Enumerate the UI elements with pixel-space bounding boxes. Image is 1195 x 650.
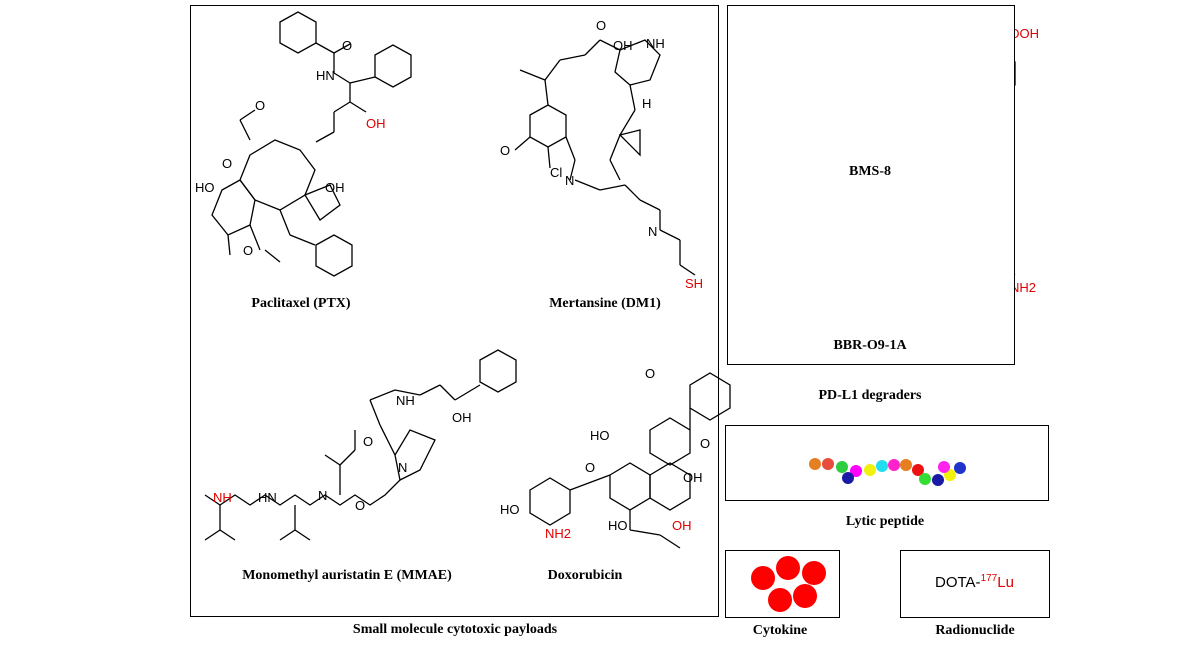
pdl1-group-label: PD-L1 degraders xyxy=(818,388,922,403)
atom-n: N xyxy=(565,173,574,188)
paclitaxel-structure xyxy=(211,11,412,277)
atom-o: O xyxy=(700,436,710,451)
small-molecule-panel xyxy=(190,5,719,617)
mmae-label: Monomethyl auristatin E (MMAE) xyxy=(242,568,452,583)
mertansine-structure xyxy=(514,39,696,276)
atom-o: O xyxy=(222,156,232,171)
atom-oh: OH xyxy=(452,410,472,425)
atom-o: O xyxy=(355,498,365,513)
isotope-mass: 177 xyxy=(980,573,998,584)
atom-o: O xyxy=(585,460,595,475)
atom-ho: HO xyxy=(608,518,628,533)
small-molecule-group-label: Small molecule cytotoxic payloads xyxy=(352,622,558,637)
atom-nh: NH xyxy=(646,36,665,51)
peptide-bead xyxy=(864,464,876,476)
cytokine-sphere xyxy=(776,556,800,580)
peptide-bead xyxy=(938,461,950,473)
cytokine-sphere xyxy=(751,566,775,590)
atom-o: O xyxy=(500,143,510,158)
mertansine-label: Mertansine (DM1) xyxy=(549,296,661,311)
atom-oh: OH xyxy=(613,38,633,53)
doxorubicin-label: Doxorubicin xyxy=(547,568,623,583)
atom-hn: HN xyxy=(316,68,335,83)
paclitaxel-label: Paclitaxel (PTX) xyxy=(251,296,351,311)
peptide-bead xyxy=(809,458,821,470)
atom-oh-red: OH xyxy=(366,116,386,131)
atom-sh-red: SH xyxy=(685,276,703,291)
atom-nh2-red: NH2 xyxy=(545,526,571,541)
atom-o: O xyxy=(645,366,655,381)
bbr-label: BBR-O9-1A xyxy=(833,338,907,353)
peptide-bead xyxy=(954,462,966,474)
atom-nh-red: NH xyxy=(213,490,232,505)
atom-o: O xyxy=(342,38,352,53)
atom-o: O xyxy=(596,18,606,33)
cytokine-sphere xyxy=(793,584,817,608)
atom-n: N xyxy=(398,460,407,475)
atom-nh2-red: NH2 xyxy=(1010,280,1036,295)
peptide-bead xyxy=(822,458,834,470)
bms8-label: BMS-8 xyxy=(849,164,891,179)
dota-prefix: DOTA- xyxy=(935,574,981,591)
peptide-bead xyxy=(836,461,848,473)
pdl1-degraders-panel xyxy=(727,5,1015,365)
atom-hn: HN xyxy=(258,490,277,505)
atom-n: N xyxy=(318,488,327,503)
radionuclide-label: Radionuclide xyxy=(935,623,1015,638)
peptide-bead xyxy=(919,473,931,485)
peptide-bead xyxy=(850,465,862,477)
radionuclide-formula: DOTA-177Lu xyxy=(935,573,1014,591)
atom-o: O xyxy=(255,98,265,113)
peptide-bead xyxy=(876,460,888,472)
cytokine-label: Cytokine xyxy=(752,623,808,638)
atom-oh: OH xyxy=(325,180,345,195)
cytokine-sphere xyxy=(768,588,792,612)
mmae-structure xyxy=(204,349,517,541)
atom-ho: HO xyxy=(590,428,610,443)
peptide-bead xyxy=(842,472,854,484)
cytokine-sphere xyxy=(802,561,826,585)
atom-n: NH xyxy=(396,393,415,408)
doxorubicin-structure xyxy=(529,372,731,549)
atom-o: O xyxy=(243,243,253,258)
atom-cl: Cl xyxy=(550,165,562,180)
atom-oh-red: OH xyxy=(672,518,692,533)
atom-h: H xyxy=(642,96,651,111)
isotope-element: Lu xyxy=(997,574,1014,591)
atom-oh: OH xyxy=(683,470,703,485)
peptide-bead xyxy=(888,459,900,471)
atom-ho: HO xyxy=(500,502,520,517)
peptide-bead xyxy=(912,464,924,476)
radionuclide-panel xyxy=(900,550,1050,618)
atom-ho: HO xyxy=(195,180,215,195)
lytic-peptide-label: Lytic peptide xyxy=(845,514,925,529)
peptide-bead xyxy=(900,459,912,471)
peptide-bead xyxy=(932,474,944,486)
atom-o: O xyxy=(363,434,373,449)
atom-n: N xyxy=(648,224,657,239)
